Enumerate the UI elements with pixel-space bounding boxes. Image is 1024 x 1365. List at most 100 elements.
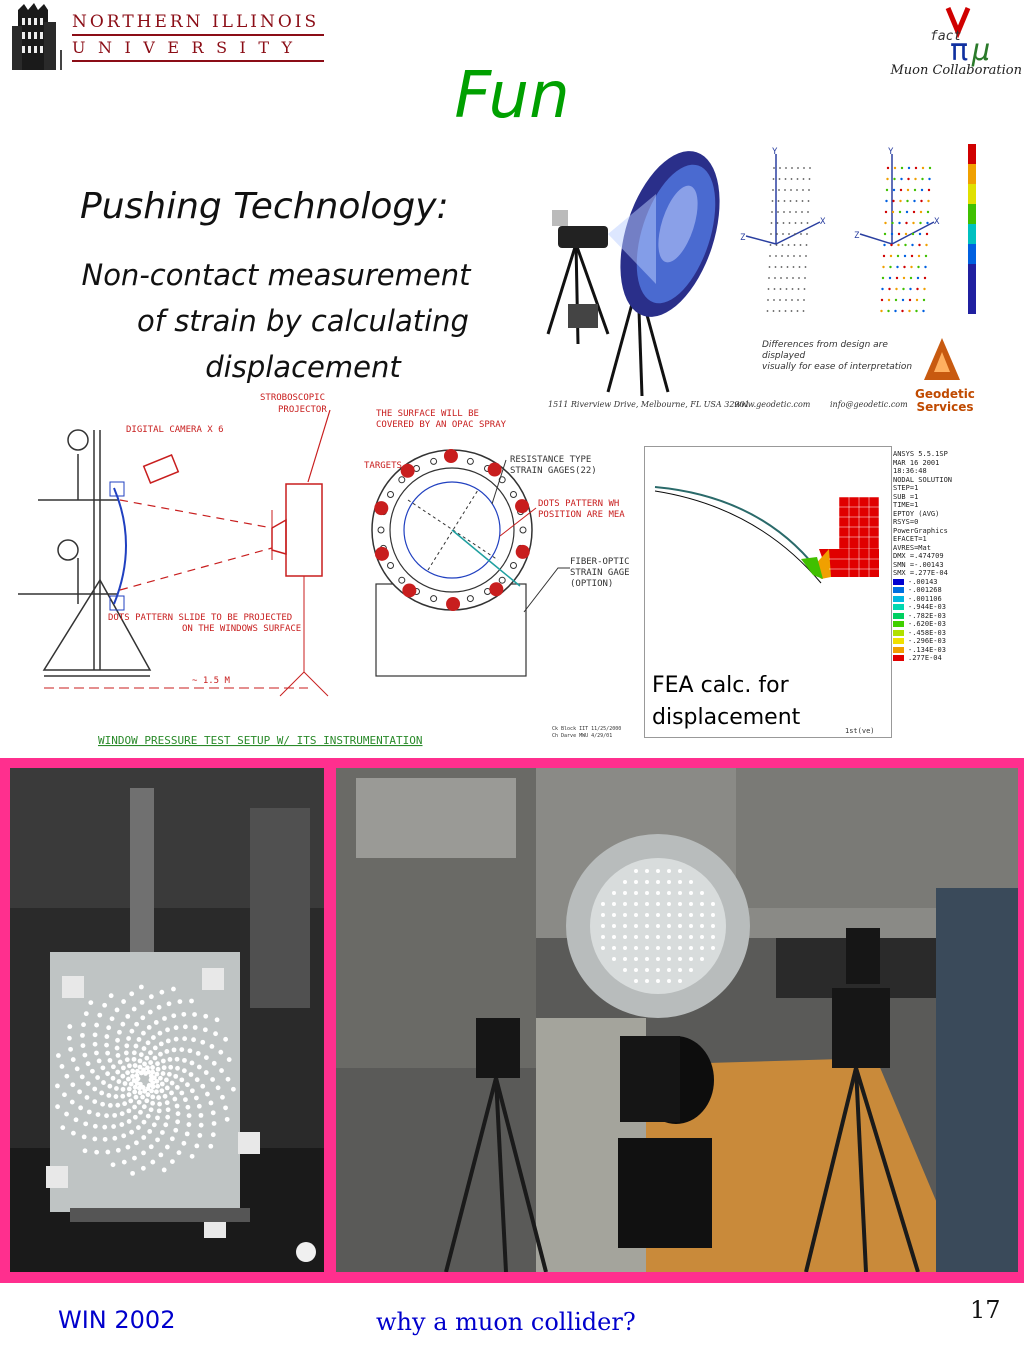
spiral-dot [123,1050,129,1056]
spiral-dot [126,1086,132,1092]
spiral-dot [95,1112,101,1118]
spiral-dot [122,1081,128,1086]
point-cloud-dot [884,210,888,214]
flange-dot [711,913,715,917]
spiral-dot [140,1094,145,1100]
spiral-dot [154,1078,160,1084]
point-cloud-dot [901,298,905,302]
spiral-dot [223,1105,228,1111]
point-cloud-dot [911,232,915,236]
point-cloud-dot [885,188,889,192]
flange-dot [667,946,671,950]
point-cloud-dot [783,200,786,202]
footer-conference: WIN 2002 [58,1306,176,1334]
point-cloud-dot [904,243,907,247]
setup-title: WINDOW PRESSURE TEST SETUP W/ ITS INSTRU… [98,734,423,747]
resistance-line1: RESISTANCE TYPE [510,455,591,465]
point-cloud-dot [923,276,927,280]
point-cloud-dot [909,276,913,280]
spiral-dot [141,1030,146,1036]
spiral-dot [86,1109,92,1115]
spiral-dot [115,1069,121,1075]
spiral-dot [194,1077,200,1083]
point-cloud-dot [913,199,916,203]
point-cloud-dot [899,188,903,192]
flange-dot [634,968,638,972]
spiral-dot [115,1037,120,1043]
spiral-dot [150,1069,156,1075]
point-cloud-dot [777,200,780,202]
point-cloud-dot [785,299,787,301]
spiral-dot [133,1094,139,1100]
spiral-dot [141,1046,147,1051]
flange-dot [667,880,671,884]
flange-dot [612,924,616,928]
flange-dot [601,902,605,906]
point-cloud-dot [803,288,806,290]
fea-header-line: DMX =.474709 [893,552,944,560]
flange-dot [601,913,605,917]
flange-dot [623,957,627,961]
point-cloud-dot [916,287,919,291]
point-cloud-dot [897,232,901,236]
spiral-dot [177,999,183,1005]
spiral-dot [126,1036,132,1041]
flange-dot [634,946,638,950]
spiral-dot [100,1065,106,1071]
point-cloud-dot [805,255,807,257]
spiral-dot-pattern [55,984,236,1176]
window-stand [18,430,152,677]
point-cloud-dot [794,233,796,235]
spiral-dot [165,1107,171,1113]
spiral-dot [160,1058,166,1064]
footer-title: why a muon collider? [376,1308,636,1336]
spiral-dot [141,1135,147,1140]
flange-dot [645,913,649,917]
flange-dot [678,913,682,917]
fea-legend-swatch [893,578,904,585]
spiral-dot [134,1068,140,1074]
geodetic-brand-line1: Geodetic [915,387,975,401]
flange-dot [678,891,682,895]
spiral-dot [208,1143,214,1149]
spiral-dot [104,1042,109,1048]
spiral-dot [81,1022,86,1028]
fiber-line3: (OPTION) [570,579,613,589]
spiral-dot [155,1137,160,1143]
point-cloud-dot [888,287,891,291]
point-cloud-dot [775,255,777,257]
spiral-dot [140,1085,146,1090]
spiral-dot [166,1071,172,1077]
spiral-dot [111,1124,117,1129]
point-cloud-dot [898,221,901,225]
fea-header-line: SMX =.277E-04 [893,569,948,577]
point-cloud-dot [886,166,890,170]
spiral-dot [171,1013,177,1019]
spiral-dot [130,1170,136,1176]
point-cloud-dot [919,221,922,225]
surface-line2: COVERED BY AN OPAC SPRAY [376,420,507,430]
spiral-dot [189,998,194,1004]
point-cloud-dot [776,222,779,224]
flange-dot [678,968,682,972]
point-cloud-dot [881,276,885,280]
point-cloud-dot [782,233,784,235]
spiral-dot [106,1025,112,1031]
point-cloud-dot [778,178,781,180]
axis-z-label: Z [740,233,746,243]
flange-dot [645,869,649,873]
point-cloud-dot [911,243,914,247]
point-cloud-dot [792,266,795,268]
flange-dot [689,957,693,961]
spiral-dot [145,1065,150,1071]
point-cloud-dot [771,200,774,202]
flange-dot [656,957,660,961]
spiral-dot [145,1086,151,1092]
target-mark [515,544,530,559]
point-cloud-dot [913,188,917,192]
spiral-dot [160,1130,165,1135]
point-cloud-dot [802,310,805,312]
spiral-dot [110,1162,116,1168]
point-cloud-dot [908,298,912,302]
fea-header-line: TIME=1 [893,501,919,509]
